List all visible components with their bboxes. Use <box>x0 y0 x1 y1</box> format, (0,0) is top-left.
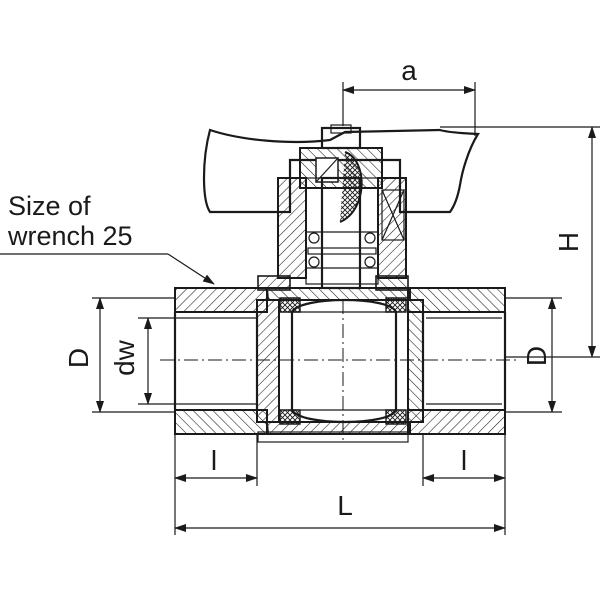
wrench-note-line1: Size of <box>8 191 91 221</box>
dim-label-a: a <box>401 55 417 86</box>
dimension-l-left: l <box>174 434 258 535</box>
dim-label-H: H <box>553 232 584 252</box>
dim-label-dw: dw <box>109 339 140 376</box>
dim-label-l-right: l <box>461 445 467 476</box>
dimension-a: a <box>342 55 476 136</box>
dimension-l-right: l <box>422 434 506 535</box>
dim-label-D-left: D <box>63 348 94 368</box>
valve-body <box>173 275 507 443</box>
wrench-size-annotation: Size of wrench 25 <box>0 191 215 285</box>
handle-cap <box>299 124 383 223</box>
dim-label-D-right: D <box>521 346 552 366</box>
dim-label-L: L <box>337 490 353 521</box>
dimension-L: L <box>174 490 506 532</box>
wrench-note-line2: wrench 25 <box>7 221 133 251</box>
dimension-dw: dw <box>109 317 178 405</box>
dimension-D-right: D <box>505 297 562 413</box>
dimension-D-left: D <box>63 297 175 413</box>
dimension-H: H <box>440 126 600 358</box>
dim-label-l-left: l <box>211 445 217 476</box>
stem-housing <box>277 176 407 290</box>
